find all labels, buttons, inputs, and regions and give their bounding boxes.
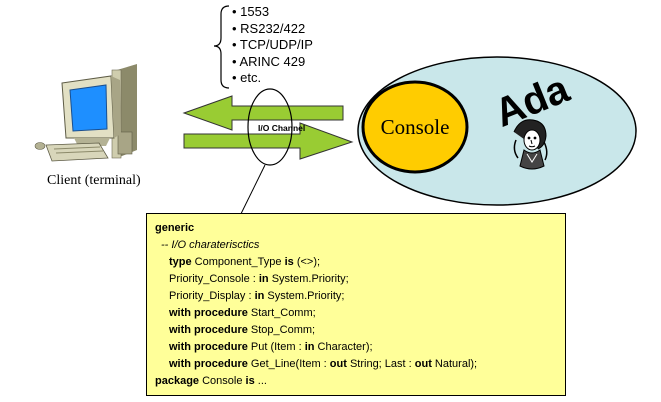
keyword: out <box>329 358 347 370</box>
keyword: in <box>304 341 315 353</box>
code-line-4: Priority_Console : in System.Priority; <box>155 271 557 288</box>
protocol-item: • RS232/422 <box>232 20 306 36</box>
code-text: Start_Comm; <box>247 307 316 319</box>
code-line-2: -- I/O charaterisctics <box>155 237 557 254</box>
comment: -- I/O charaterisctics <box>161 239 260 251</box>
code-text: Character); <box>314 341 373 353</box>
code-line-1: generic <box>155 220 557 237</box>
code-line-5: Priority_Display : in System.Priority; <box>155 288 557 305</box>
code-text: Component_Type <box>191 256 285 268</box>
computer-icon <box>34 64 137 162</box>
code-line-8: with procedure Put (Item : in Character)… <box>155 339 557 356</box>
code-text: Console <box>199 375 246 387</box>
protocol-list: • 1553 • RS232/422 • TCP/UDP/IP • ARINC … <box>232 4 313 87</box>
code-line-7: with procedure Stop_Comm; <box>155 322 557 339</box>
keyword: in <box>258 273 269 285</box>
code-line-10: package Console is ... <box>155 373 557 390</box>
console-label: Console <box>381 115 450 139</box>
code-text: Priority_Console : <box>169 273 259 285</box>
keyword: type <box>169 256 192 268</box>
arrow-right <box>183 122 354 160</box>
io-channel-ellipse <box>247 88 293 166</box>
code-text: (<>); <box>293 256 321 268</box>
arrow-left <box>182 95 344 131</box>
code-box: generic -- I/O charaterisctics type Comp… <box>146 213 566 396</box>
protocol-item: • etc. <box>232 70 262 85</box>
code-text: System.Priority; <box>268 273 349 285</box>
protocol-item: • TCP/UDP/IP <box>232 37 313 52</box>
code-text: ... <box>254 375 267 387</box>
keyword: with procedure <box>169 358 248 370</box>
keyword: package <box>155 375 200 387</box>
code-text: Put (Item : <box>247 341 305 353</box>
keyword: with procedure <box>169 307 248 319</box>
client-label: Client (terminal) <box>47 173 141 188</box>
code-line-6: with procedure Start_Comm; <box>155 305 557 322</box>
keyword: with procedure <box>169 341 248 353</box>
code-text: String; Last : <box>346 358 415 370</box>
keyword: is <box>245 375 255 387</box>
protocol-item: • ARINC 429 <box>232 53 306 69</box>
protocol-item: • 1553 <box>232 4 270 19</box>
keyword: out <box>414 358 432 370</box>
keyword: is <box>284 256 294 268</box>
code-text: System.Priority; <box>264 290 345 302</box>
keyword: with procedure <box>169 324 248 336</box>
protocol-brace <box>213 5 230 89</box>
ada-lovelace-portrait-icon <box>513 119 548 170</box>
channel-label: I/O Channel <box>258 123 305 133</box>
console-ellipse <box>361 80 469 174</box>
code-text: Get_Line(Item : <box>247 358 330 370</box>
code-line-9: with procedure Get_Line(Item : out Strin… <box>155 356 557 373</box>
code-text: Natural); <box>431 358 478 370</box>
code-text: Stop_Comm; <box>247 324 316 336</box>
keyword: generic <box>155 222 195 234</box>
code-text: Priority_Display : <box>169 290 255 302</box>
code-line-3: type Component_Type is (<>); <box>155 254 557 271</box>
keyword: in <box>254 290 265 302</box>
